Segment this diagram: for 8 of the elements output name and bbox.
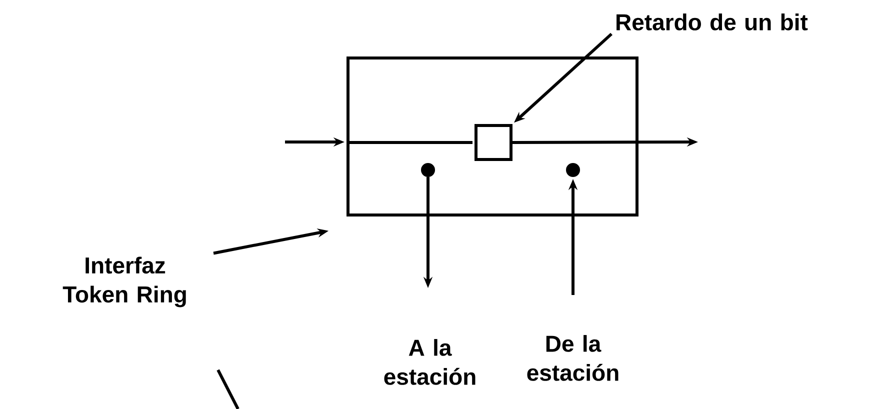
label-text: De la estación	[527, 335, 618, 381]
terminal-dot	[421, 163, 435, 177]
label-text: Interfaz Token Ring	[62, 256, 186, 308]
frame-box	[346, 56, 638, 216]
frame-box	[474, 124, 512, 161]
label-text: A la estación	[384, 339, 476, 385]
terminal-dot	[566, 163, 580, 177]
label-text: Retardo de un bit	[616, 14, 808, 30]
